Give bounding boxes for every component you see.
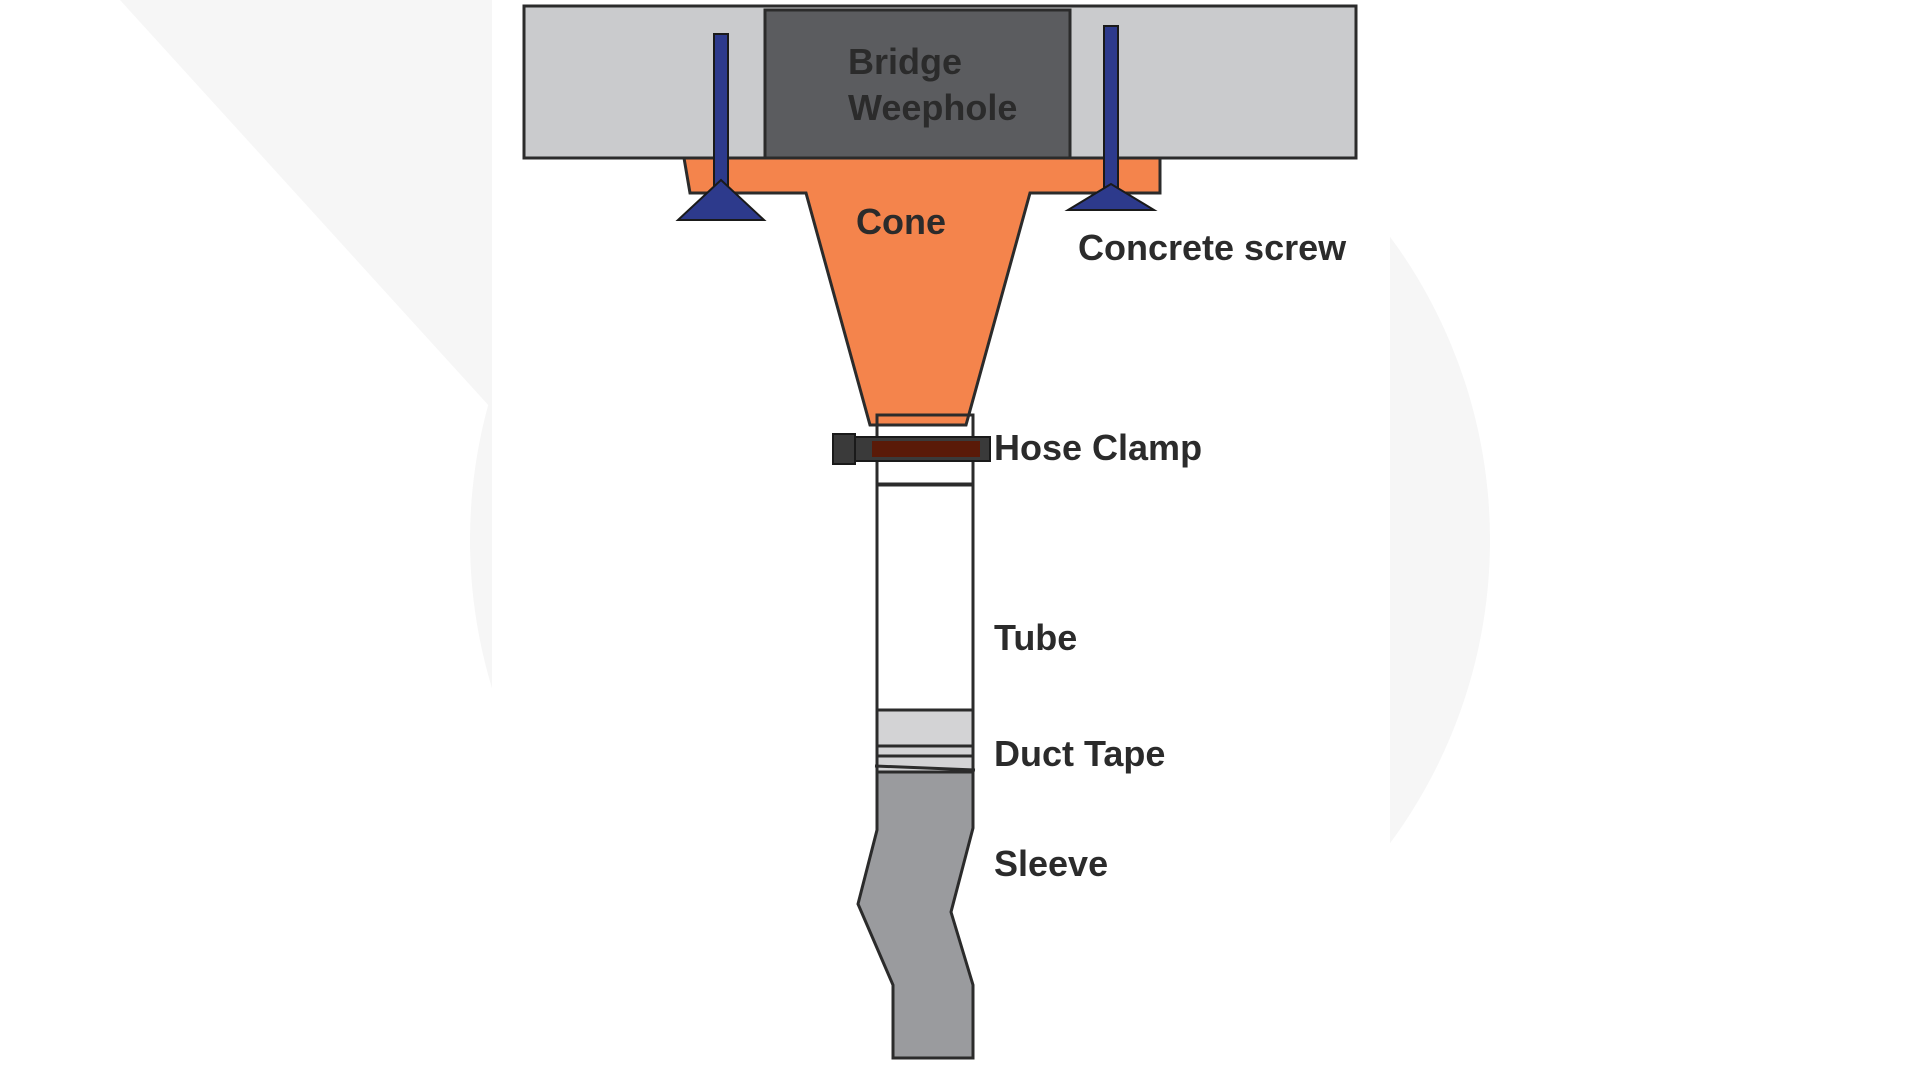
hose-clamp-label: Hose Clamp <box>994 427 1202 468</box>
tube <box>875 482 975 712</box>
bridge-weephole <box>763 8 1072 160</box>
cone-label: Cone <box>856 201 946 242</box>
hose-clamp <box>832 433 991 465</box>
bridge-weephole-label-line2: Weephole <box>848 87 1017 128</box>
duct-tape <box>874 708 976 774</box>
sleeve-label: Sleeve <box>994 843 1108 884</box>
sleeve <box>856 768 975 1060</box>
duct-tape-label: Duct Tape <box>994 733 1165 774</box>
concrete-screw-label: Concrete screw <box>1078 227 1347 268</box>
concrete-screw-left <box>675 33 767 221</box>
tube-label: Tube <box>994 617 1077 658</box>
bridge-weephole-label-line1: Bridge <box>848 41 962 82</box>
concrete-screw-right <box>1064 25 1158 211</box>
